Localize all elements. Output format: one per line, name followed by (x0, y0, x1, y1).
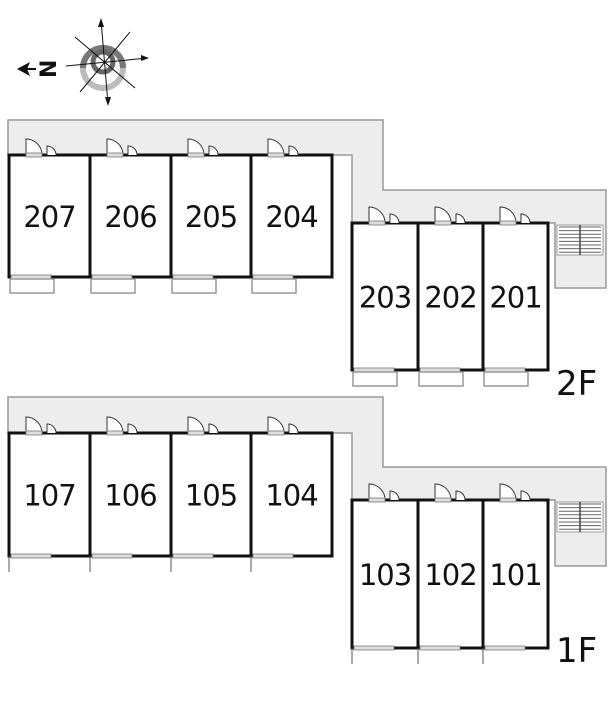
door-icon (46, 423, 57, 434)
unit-number: 107 (23, 479, 75, 513)
compass-rose-icon: N (17, 18, 149, 106)
unit-201[interactable]: 201 (481, 206, 550, 387)
window-icon (172, 553, 214, 559)
balcony (171, 278, 217, 294)
door-icon (288, 423, 299, 434)
door-icon (25, 138, 43, 156)
door-icon (187, 416, 205, 434)
door-icon (434, 483, 452, 501)
unit-number: 203 (359, 281, 411, 315)
door-icon (127, 145, 138, 156)
balcony (418, 371, 464, 387)
unit-number: 205 (185, 200, 237, 234)
door-icon (208, 145, 219, 156)
balcony (90, 278, 136, 294)
unit-number: 106 (104, 479, 156, 513)
door-icon (106, 416, 124, 434)
window-icon (10, 553, 52, 559)
floor-1f: 107 106 105 104 103 102 101 1F (7, 396, 607, 671)
door-icon (267, 416, 285, 434)
unit-number: 105 (185, 479, 237, 513)
unit-number: 207 (23, 200, 75, 234)
window-icon (353, 645, 395, 651)
stairs-icon (556, 501, 604, 533)
floor-label: 1F (556, 631, 597, 671)
door-icon (46, 145, 57, 156)
unit-204[interactable]: 204 (249, 138, 334, 294)
unit-number: 204 (265, 200, 317, 234)
unit-number: 201 (489, 281, 541, 315)
door-icon (499, 483, 517, 501)
door-icon (368, 206, 386, 224)
balcony (352, 371, 398, 387)
door-icon (520, 490, 531, 501)
unit-203[interactable]: 203 (350, 206, 420, 387)
unit-107[interactable]: 107 (7, 416, 92, 572)
unit-207[interactable]: 207 (7, 138, 92, 294)
door-icon (455, 213, 466, 224)
floor-label: 2F (556, 364, 597, 404)
unit-102[interactable]: 102 (416, 483, 485, 664)
window-icon (91, 553, 133, 559)
window-icon (419, 645, 461, 651)
floor-2f: 207 206 205 204 203 202 201 2F (7, 119, 607, 404)
door-icon (187, 138, 205, 156)
unit-105[interactable]: 105 (169, 416, 253, 572)
door-icon (434, 206, 452, 224)
door-icon (389, 213, 400, 224)
door-icon (208, 423, 219, 434)
door-icon (25, 416, 43, 434)
door-icon (288, 145, 299, 156)
unit-202[interactable]: 202 (416, 206, 485, 387)
unit-number: 206 (104, 200, 156, 234)
door-icon (106, 138, 124, 156)
compass-north-label: N (37, 60, 62, 78)
window-icon (484, 645, 526, 651)
unit-103[interactable]: 103 (350, 483, 420, 664)
door-icon (520, 213, 531, 224)
balcony (483, 371, 529, 387)
unit-number: 103 (359, 558, 411, 592)
unit-number: 101 (489, 558, 541, 592)
balcony (251, 278, 297, 294)
unit-106[interactable]: 106 (88, 416, 173, 572)
unit-number: 202 (424, 281, 476, 315)
balcony (9, 278, 55, 294)
unit-number: 104 (265, 479, 317, 513)
door-icon (267, 138, 285, 156)
door-icon (127, 423, 138, 434)
door-icon (368, 483, 386, 501)
door-icon (499, 206, 517, 224)
unit-101[interactable]: 101 (481, 483, 550, 664)
unit-206[interactable]: 206 (88, 138, 173, 294)
unit-205[interactable]: 205 (169, 138, 253, 294)
unit-number: 102 (424, 558, 476, 592)
door-icon (389, 490, 400, 501)
stairs-icon (556, 224, 604, 256)
window-icon (252, 553, 294, 559)
door-icon (455, 490, 466, 501)
unit-104[interactable]: 104 (249, 416, 334, 572)
